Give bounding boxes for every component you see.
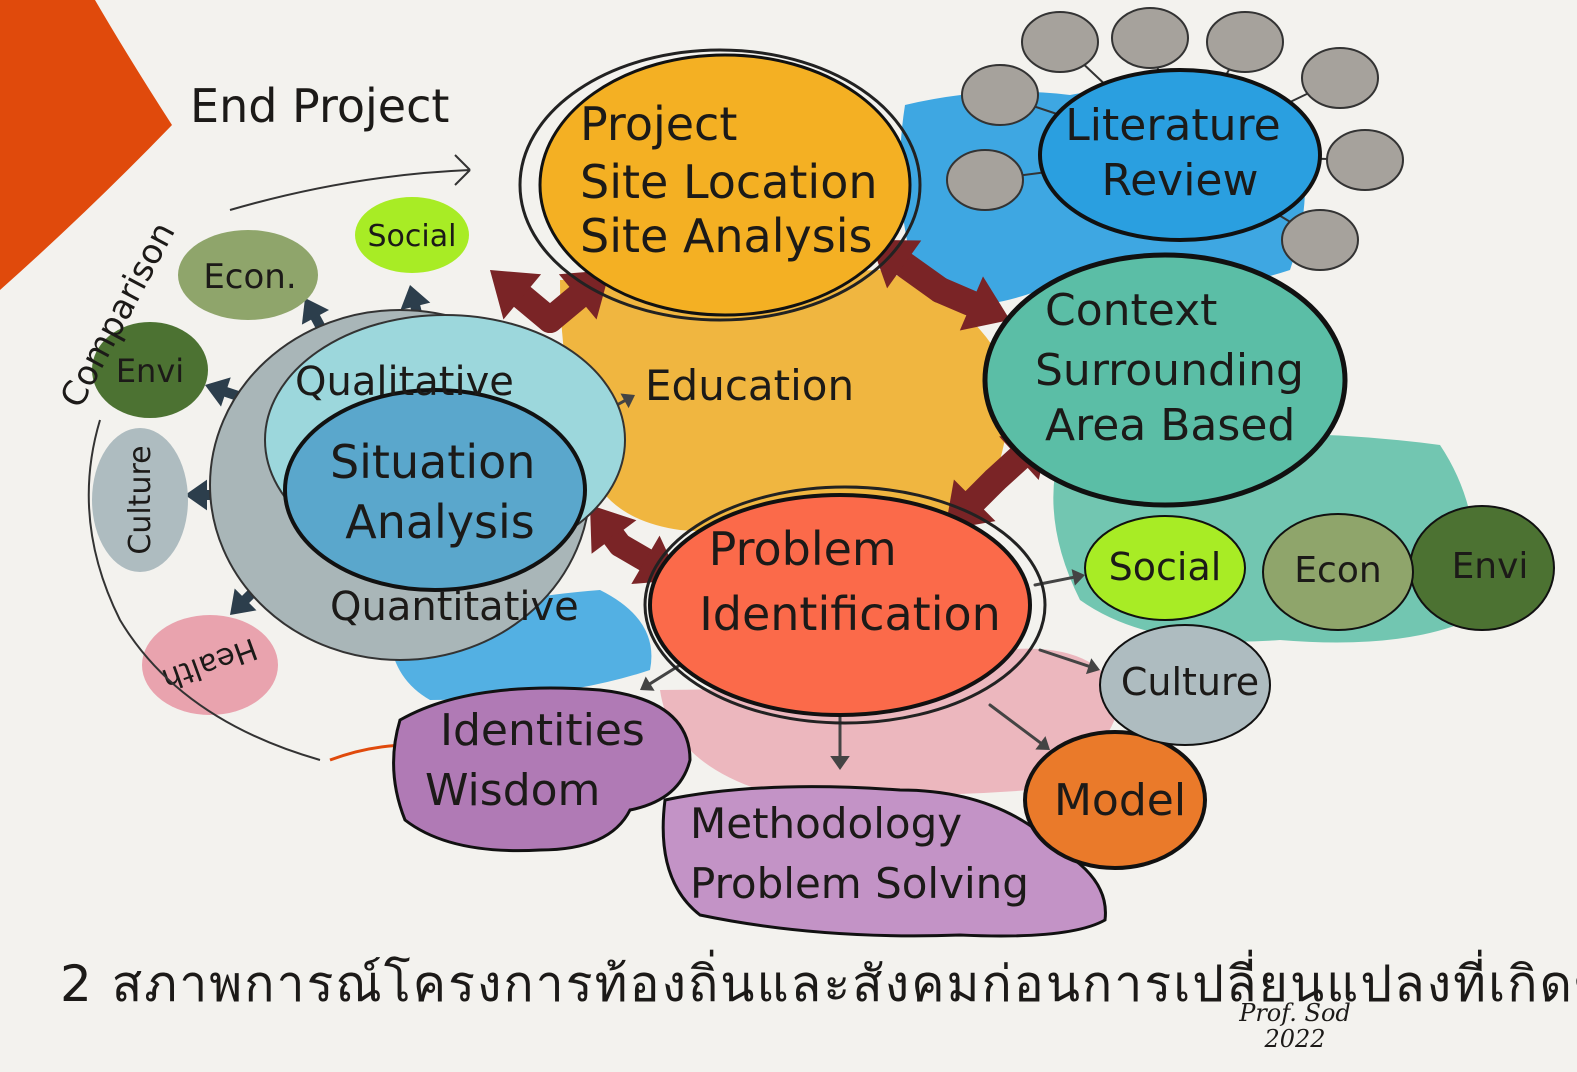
diagram-caption: 2 สภาพการณ์โครงการท้องถิ่นและสังคมก่อนกา… [60, 945, 1577, 1025]
left-health-node [142, 615, 278, 715]
project-to-situation-arrow-head [558, 270, 610, 320]
problem-to-methodology-arrow-head [830, 756, 850, 770]
signature-name: Prof. Sod [1239, 999, 1351, 1027]
problem-label: Problem Identification [699, 522, 1001, 641]
to-left-envi-arrow-head [205, 377, 231, 407]
signature-year: 2022 [1264, 1025, 1326, 1053]
gray-satellite-node [1206, 11, 1284, 73]
to-left-health-arrow-head [230, 588, 257, 615]
identities-wisdom-node [392, 686, 692, 853]
project-label: Project Site Location Site Analysis [580, 97, 892, 263]
problem-to-right-social-arrow-head [1071, 569, 1085, 586]
identities-label: Identities Wisdom [425, 705, 659, 816]
caption-thai-text: สภาพการณ์โครงการท้องถิ่นและสังคมก่อนการเ… [111, 955, 1577, 1013]
problem-to-identities-arrow-head [640, 676, 655, 691]
literature-satellites [946, 7, 1404, 271]
problem-to-situation-arrow-head [590, 505, 637, 554]
pink-wash [660, 648, 1120, 795]
left-culture-label: Culture [123, 445, 158, 554]
comparison-curve [229, 154, 471, 211]
model-node [1023, 730, 1207, 870]
gray-satellite-node [946, 149, 1024, 211]
gray-satellite-node [1111, 7, 1189, 69]
context-node [982, 252, 1348, 508]
situation-to-project-arrow-head [490, 270, 542, 320]
gray-satellite-node [1021, 11, 1099, 73]
gray-satellite-node [961, 64, 1039, 126]
right-culture-label: Culture [1121, 660, 1259, 704]
problem-identification-node [648, 493, 1032, 717]
gray-satellite-node [1281, 209, 1359, 271]
project-outline [518, 48, 922, 322]
connection-arrows [185, 240, 1100, 770]
gray-satellite-node [1301, 47, 1379, 109]
methodology-node [661, 785, 1107, 938]
right-econ-node [1262, 513, 1414, 631]
left-social-label: Social [368, 219, 457, 254]
left-social-node [355, 197, 469, 273]
to-left-econ-arrow-head [301, 298, 330, 325]
model-label: Model [1054, 775, 1186, 826]
right-envi-label: Envi [1452, 546, 1529, 587]
right-econ-label: Econ [1294, 550, 1381, 591]
right-social-label: Social [1109, 545, 1222, 589]
literature-review-node [1038, 68, 1322, 242]
health-feedback-curve [87, 419, 321, 761]
left-econ-label: Econ. [203, 257, 296, 297]
methodology-label: Methodology Problem Solving [690, 799, 1029, 908]
qualitative-label: Qualitative [295, 359, 514, 405]
left-culture-node [92, 428, 188, 572]
problem-to-right-culture-arrow-head [1085, 658, 1100, 675]
right-culture-node [1099, 624, 1271, 746]
context-label: Context Surrounding Area Based [1035, 285, 1318, 451]
to-left-culture-arrow-head [185, 479, 207, 511]
left-envi-node [92, 322, 208, 418]
problem-outline [643, 485, 1047, 725]
education-label: Education [645, 361, 854, 410]
author-signature: Prof. Sod 2022 [1215, 1000, 1375, 1052]
situation-label: Situation Analysis [330, 435, 550, 549]
gray-satellite-node [1326, 129, 1404, 191]
education-blob [560, 270, 1010, 534]
quantitative-label: Quantitative [330, 584, 579, 630]
project-node [538, 53, 912, 317]
situation-analysis-node [283, 388, 587, 592]
left-envi-label: Envi [116, 352, 184, 390]
project-to-context-arrow-head [959, 276, 1010, 331]
caption-number: 2 [60, 955, 94, 1013]
literature-label: Literature Review [1065, 100, 1294, 206]
orange-corner-shape [0, 0, 172, 290]
problem-to-right-culture-arrow [1038, 648, 1095, 670]
problem-to-model-arrow [988, 703, 1046, 748]
to-left-social-arrow-head [400, 285, 431, 311]
situation-to-education-arrow-head [620, 393, 635, 409]
left-econ-node [178, 230, 318, 320]
end-project-label: End Project [190, 79, 449, 133]
right-social-node [1084, 515, 1246, 621]
problem-to-model-arrow-head [1035, 736, 1050, 750]
